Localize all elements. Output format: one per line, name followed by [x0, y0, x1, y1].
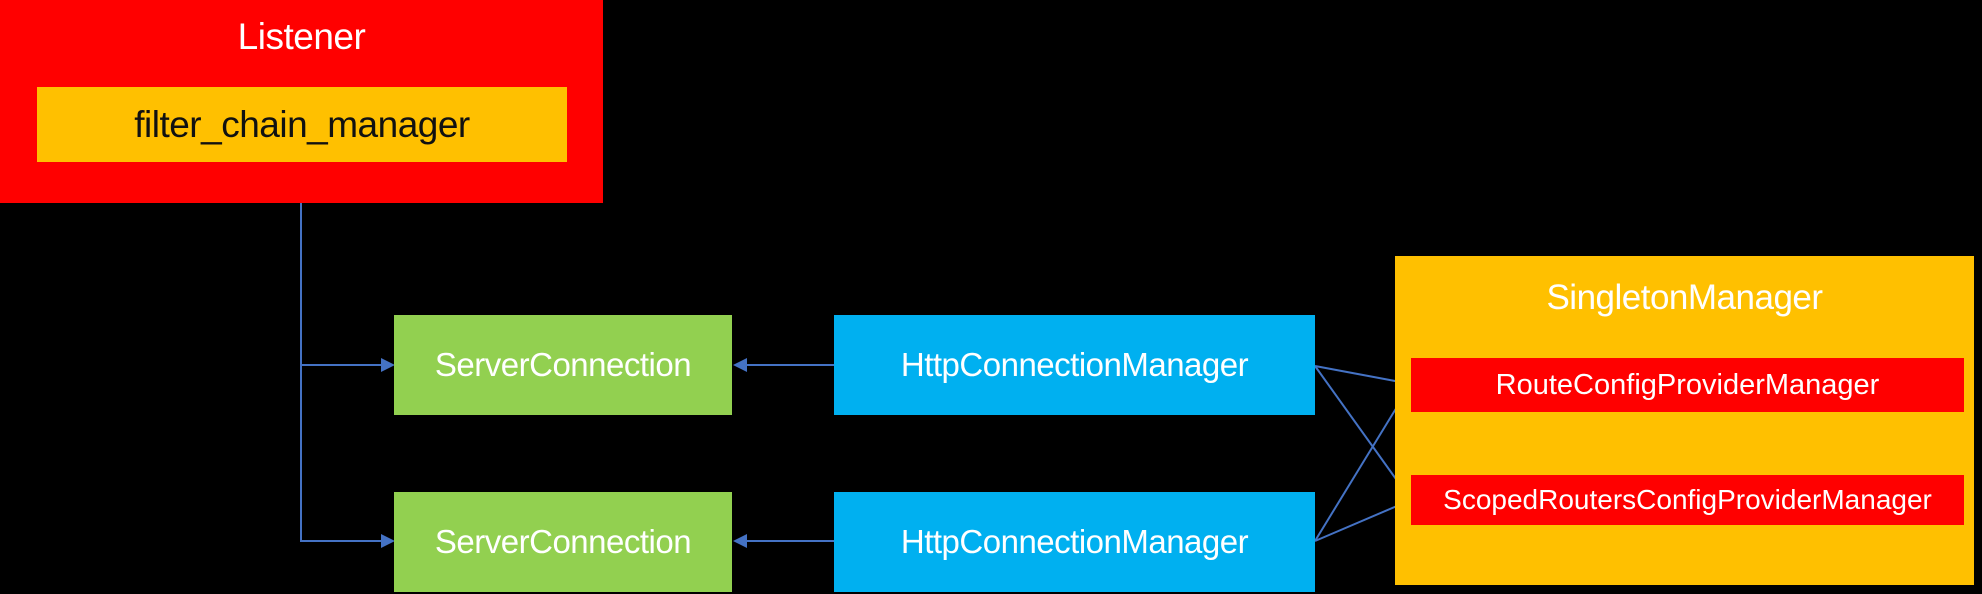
server-connection-label-2: ServerConnection [434, 523, 692, 560]
server-connection-box-2: ServerConnection [394, 492, 732, 592]
scoped-routers-config-provider-manager-box: ScopedRoutersConfigProviderManager [1411, 475, 1964, 525]
http-connection-manager-box-1: HttpConnectionManager [834, 315, 1315, 415]
listener-label: Listener [237, 16, 366, 57]
http-connection-manager-label-2: HttpConnectionManager [900, 523, 1249, 560]
http-connection-manager-box-2: HttpConnectionManager [834, 492, 1315, 592]
server-connection-box-1: ServerConnection [394, 315, 732, 415]
route-config-provider-manager-label: RouteConfigProviderManager [1495, 368, 1880, 401]
route-config-provider-manager-box: RouteConfigProviderManager [1411, 358, 1964, 412]
singleton-manager-label: SingletonManager [1546, 278, 1823, 317]
arrowhead-server2 [381, 534, 395, 548]
http-connection-manager-label-1: HttpConnectionManager [900, 346, 1249, 383]
scoped-routers-config-provider-manager-label: ScopedRoutersConfigProviderManager [1443, 484, 1932, 515]
arrowhead-hcm1 [733, 358, 747, 372]
filter-chain-manager-box: filter_chain_manager [37, 87, 567, 162]
arrowhead-server1 [381, 358, 395, 372]
singleton-manager-box: SingletonManager RouteConfigProviderMana… [1395, 256, 1974, 585]
arrowhead-hcm2 [733, 534, 747, 548]
server-connection-label-1: ServerConnection [434, 346, 692, 383]
filter-chain-manager-label: filter_chain_manager [134, 103, 470, 145]
listener-box: Listener filter_chain_manager [0, 0, 603, 203]
